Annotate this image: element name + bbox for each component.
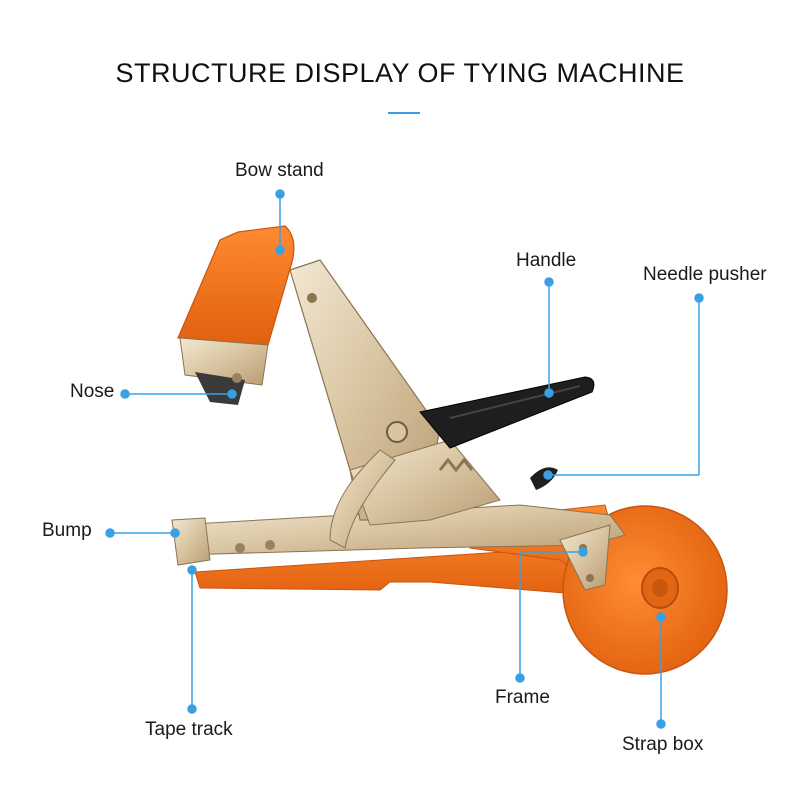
label-bump: Bump [42,520,92,541]
label-nose: Nose [70,381,115,402]
label-frame: Frame [495,687,550,708]
page-title: STRUCTURE DISPLAY OF TYING MACHINE [115,58,685,88]
handle-grip [419,376,595,449]
title-underline [388,112,420,114]
bump-head [171,517,211,566]
needle-pusher-tab [530,467,558,490]
pivot-pin [386,421,408,443]
label-tape-track: Tape track [145,719,233,740]
lever-arm [329,449,396,549]
label-bow-stand: Bow stand [235,160,324,181]
spring [438,457,474,473]
label-strap-box: Strap box [622,734,704,755]
label-needle-pusher: Needle pusher [643,264,767,285]
bow-stand-head [177,225,295,346]
frame-plate [559,524,611,591]
label-handle: Handle [516,250,577,271]
